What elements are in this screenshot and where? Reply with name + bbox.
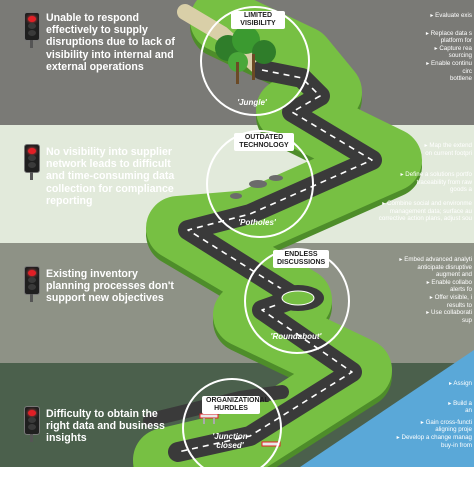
- actions-list-technology: ▸ Map the extend on current footpri ▸ De…: [379, 142, 472, 223]
- obstacle-label-jungle: 'Jungle': [237, 98, 267, 107]
- action-item: ▸ Map the extend: [424, 142, 472, 149]
- traffic-light-icon: [24, 12, 40, 48]
- action-item: ▸ Assign: [448, 380, 472, 387]
- challenge-text-inventory: Existing inventory planning processes do…: [46, 268, 174, 305]
- action-item: circ: [462, 67, 472, 75]
- action-item: ▸ Offer visible, i: [429, 293, 472, 301]
- obstacle-title-visibility: LIMITED VISIBILITY: [231, 11, 285, 29]
- obstacle-circle-potholes: [206, 130, 314, 238]
- action-item: ▸ Enable continu: [426, 59, 472, 67]
- action-item: ▸ Build a: [448, 399, 472, 407]
- obstacle-circle-junction: [182, 378, 282, 478]
- obstacle-label-potholes: 'Potholes': [238, 218, 276, 227]
- action-item: results to: [446, 301, 472, 309]
- obstacle-circle-roundabout: [244, 248, 350, 354]
- action-item: sourcing: [448, 52, 472, 60]
- action-item: goods a: [449, 186, 472, 194]
- challenge-text-technology: No visibility into supplier network lead…: [46, 146, 175, 207]
- action-item: ▸ Evaluate exis: [430, 12, 472, 19]
- traffic-light-icon: [24, 406, 40, 442]
- action-item: bottlene: [449, 75, 472, 83]
- water: [300, 350, 474, 467]
- traffic-light-icon: [24, 144, 40, 180]
- action-item: anticipate disruptive: [417, 263, 472, 271]
- action-item: alerts fo: [449, 286, 472, 294]
- action-item: traceability from raw: [416, 178, 472, 186]
- actions-list-visibility: ▸ Evaluate exis ▸ Replace data s platfor…: [426, 12, 472, 83]
- action-item: ▸ Combine social and environme: [382, 199, 472, 207]
- obstacle-circle-jungle: [200, 6, 310, 116]
- challenge-text-visibility: Unable to respond effectively to supply …: [46, 12, 175, 73]
- action-item: ▸ Embed advanced analyti: [399, 256, 472, 263]
- obstacle-title-technology: OUTDATED TECHNOLOGY: [234, 133, 294, 151]
- obstacle-label-roundabout: 'Roundabout': [270, 332, 322, 341]
- action-item: ▸ Develop a change manag: [396, 433, 472, 441]
- obstacle-label-junction: 'Junction closed': [212, 432, 248, 450]
- road-lane-line: [177, 69, 373, 453]
- action-item: ▸ Enable collabo: [426, 278, 472, 286]
- action-item: corrective action plans, adjust sou: [378, 215, 472, 223]
- action-item: augment and: [435, 271, 472, 279]
- actions-list-inventory: ▸ Embed advanced analyti anticipate disr…: [399, 256, 472, 324]
- action-item: on current footpri: [425, 149, 472, 157]
- action-item: ▸ Use collaborati: [426, 309, 472, 317]
- traffic-light-icon: [24, 266, 40, 302]
- actions-list-data: ▸ Assign ▸ Build a an ▸ Gain cross-funct…: [397, 380, 472, 449]
- challenge-text-data: Difficulty to obtain the right data and …: [46, 408, 165, 445]
- action-item: ▸ Gain cross-functi: [420, 418, 472, 426]
- action-item: buy-in from: [441, 441, 472, 449]
- action-item: ▸ Define a solutions portfo: [400, 171, 472, 179]
- action-item: platform for: [440, 37, 472, 45]
- action-item: aligning proje: [435, 426, 472, 434]
- obstacle-title-hurdles: ORGANIZATIONAL HURDLES: [202, 396, 269, 414]
- action-item: sup: [462, 316, 472, 324]
- action-item: an: [465, 407, 472, 415]
- obstacle-title-discussions: ENDLESS DISCUSSIONS: [273, 250, 329, 268]
- action-item: ▸ Capture rea: [434, 44, 473, 52]
- action-item: ▸ Replace data s: [425, 29, 472, 37]
- action-item: management data; surface au: [389, 207, 472, 215]
